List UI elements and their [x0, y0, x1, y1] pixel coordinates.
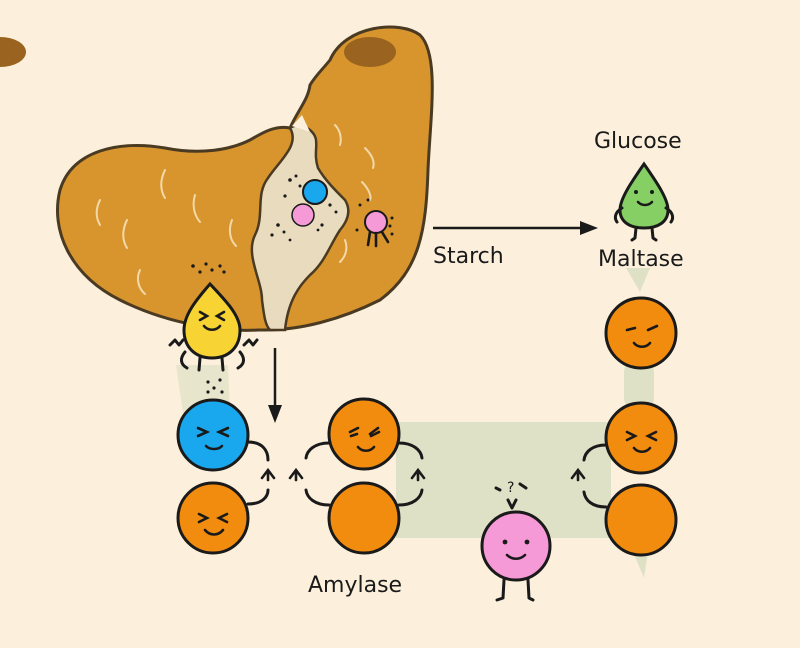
orange-molecule-bottom-left: [176, 481, 270, 555]
stomach-interior: [250, 124, 350, 332]
stomach-body: [56, 25, 434, 332]
debris-dots: [270, 174, 394, 242]
yellow-debris: [191, 262, 226, 274]
pink-molecule-small: [291, 203, 315, 227]
green-band-right-mid: [624, 360, 654, 410]
green-glucose-character: [613, 161, 675, 242]
stomach-crack: [292, 115, 310, 132]
label-glucose: Glucose: [594, 129, 682, 154]
orange-molecule-right-2: [582, 401, 678, 475]
stomach-opening-fill: [344, 37, 396, 67]
stomach-molecules: [270, 174, 394, 248]
green-band-right-top: [626, 268, 650, 292]
arrow-right: [433, 221, 598, 235]
orange-molecule-right-1: [604, 296, 678, 370]
orange-molecule-middle-bottom: [304, 481, 424, 555]
label-starch: Starch: [433, 244, 504, 269]
blue-molecule-small: [302, 179, 328, 205]
pink-character: ?: [480, 480, 552, 602]
stomach-opening: [0, 37, 26, 67]
arrow-down: [268, 348, 282, 423]
stomach-texture: [95, 124, 375, 295]
question-mark: ?: [507, 480, 514, 496]
orange-molecule-right-3: [582, 483, 678, 557]
label-amylase: Amylase: [308, 573, 402, 598]
pink-bug-character: [364, 210, 390, 248]
orange-molecule-middle-top: [304, 397, 424, 471]
blue-molecule: [176, 398, 270, 472]
label-maltase: Maltase: [598, 247, 684, 272]
yellow-drop-character: [168, 262, 259, 394]
stomach: [0, 25, 434, 332]
hand-glyphs: [260, 467, 586, 482]
